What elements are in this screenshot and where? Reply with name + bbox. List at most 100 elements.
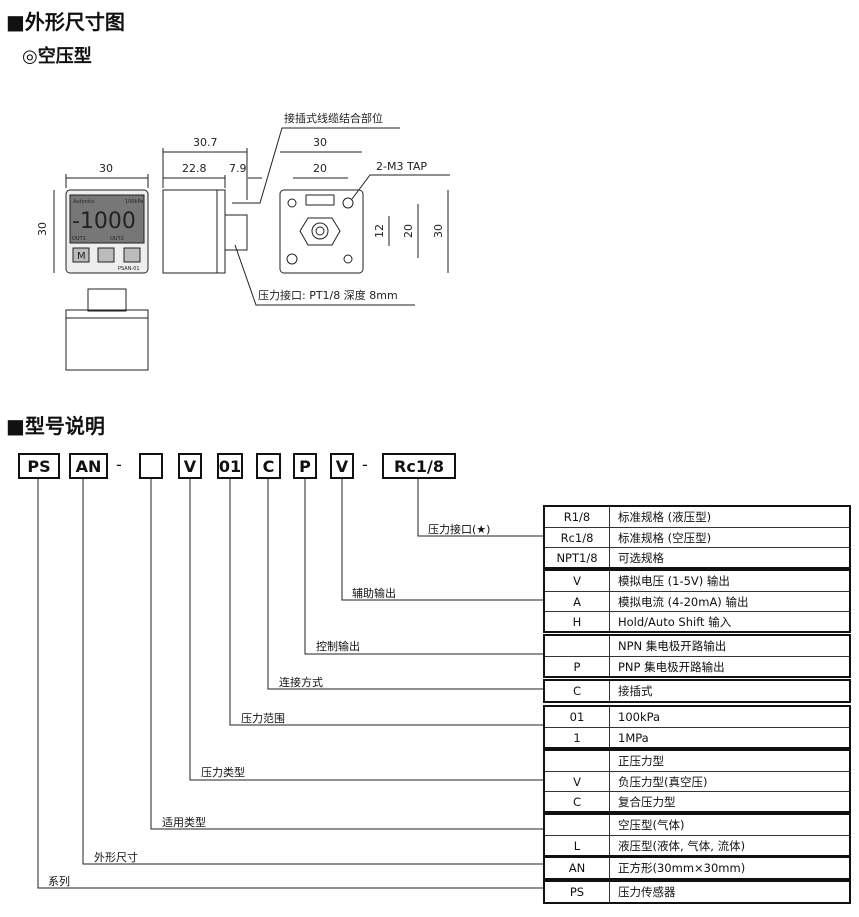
option-code: V (545, 772, 610, 791)
option-code: AN (545, 858, 610, 878)
option-description: 复合压力型 (618, 795, 676, 809)
label-port: 压力接口(★) (428, 523, 491, 536)
code-shape: AN (69, 453, 108, 479)
option-row: 1 1MPa (545, 727, 849, 747)
label-control-output: 控制输出 (316, 640, 360, 653)
back-width-dim: 30 (313, 136, 327, 149)
option-description: Hold/Auto Shift 输入 (618, 615, 732, 629)
display-digits: -1000 (72, 209, 136, 234)
option-row: NPN 集电极开路输出 (545, 636, 849, 656)
option-description: 模拟电压 (1-5V) 输出 (618, 574, 730, 588)
label-aux-output: 辅助输出 (352, 587, 396, 600)
option-row: A 模拟电流 (4-20mA) 输出 (545, 591, 849, 611)
option-row: L 液压型(液体, 气体, 流体) (545, 835, 849, 855)
option-code: V (545, 571, 610, 591)
m-button-icon: M (77, 251, 86, 262)
option-row: C 复合压力型 (545, 791, 849, 811)
option-row: Rc1/8 标准规格 (空压型) (545, 527, 849, 547)
side-total-dim: 30.7 (193, 136, 218, 149)
option-table: PS 压力传感器 (543, 880, 851, 904)
front-height-dim: 30 (36, 222, 49, 236)
label-series: 系列 (48, 875, 70, 888)
option-code: C (545, 681, 610, 701)
option-description: PNP 集电极开路输出 (618, 660, 725, 674)
option-code: L (545, 836, 610, 855)
option-table: V 模拟电压 (1-5V) 输出 A 模拟电流 (4-20mA) 输出 H Hold/Au… (543, 569, 851, 633)
option-description: 100kPa (618, 710, 661, 724)
out2-text: OUT2 (110, 236, 124, 242)
option-code (545, 751, 610, 771)
option-table: 01 100kPa 1 1MPa (543, 705, 851, 749)
option-description: 正压力型 (618, 754, 664, 768)
section-title-dimensions: ■外形尺寸图 (6, 10, 125, 34)
option-table: C 接插式 (543, 679, 851, 703)
unit-text: 100kPa (125, 199, 143, 205)
code-application (139, 453, 163, 479)
code-pressure-range: 01 (217, 453, 243, 479)
option-row: 正压力型 (545, 751, 849, 771)
option-row: NPT1/8 可选规格 (545, 547, 849, 567)
brand-text: Autonics (73, 199, 95, 205)
option-description: 可选规格 (618, 551, 664, 565)
code-series: PS (18, 453, 60, 479)
option-code: C (545, 792, 610, 811)
option-row: V 模拟电压 (1-5V) 输出 (545, 571, 849, 591)
option-code: NPT1/8 (545, 548, 610, 567)
option-table: R1/8 标准规格 (液压型) Rc1/8 标准规格 (空压型) NPT1/8 可选规格 (543, 505, 851, 569)
option-description: 标准规格 (空压型) (618, 531, 712, 545)
option-description: NPN 集电极开路输出 (618, 639, 727, 653)
code-dash: - (116, 455, 122, 474)
label-pressure-range: 压力范围 (241, 712, 285, 725)
option-row: PS 压力传感器 (545, 882, 849, 902)
option-code (545, 636, 610, 656)
dim-20: 20 (402, 224, 415, 238)
dim-30: 30 (432, 224, 445, 238)
label-shape: 外形尺寸 (94, 851, 138, 864)
option-code: P (545, 657, 610, 676)
option-table: AN 正方形(30mm×30mm) (543, 856, 851, 880)
option-code: R1/8 (545, 507, 610, 527)
option-code: 1 (545, 728, 610, 747)
option-code: 01 (545, 707, 610, 727)
option-row: 01 100kPa (545, 707, 849, 727)
option-description: 空压型(气体) (618, 818, 685, 832)
option-description: 标准规格 (液压型) (618, 510, 712, 524)
side-body-dim: 22.8 (182, 162, 207, 175)
option-row: 空压型(气体) (545, 815, 849, 835)
option-row: AN 正方形(30mm×30mm) (545, 858, 849, 878)
option-code: Rc1/8 (545, 528, 610, 547)
option-description: 接插式 (618, 684, 653, 698)
code-port: Rc1/8 (382, 453, 456, 479)
option-description: 液压型(液体, 气体, 流体) (618, 839, 746, 853)
option-description: 压力传感器 (618, 885, 676, 899)
code-connection: C (256, 453, 281, 479)
code-aux-output: V (330, 453, 354, 479)
code-dash: - (362, 455, 368, 474)
option-code (545, 815, 610, 835)
option-description: 正方形(30mm×30mm) (618, 861, 746, 875)
option-row: C 接插式 (545, 681, 849, 701)
option-table: NPN 集电极开路输出 P PNP 集电极开路输出 (543, 634, 851, 678)
pressure-port-label: 压力接口: PT1/8 深度 8mm (258, 288, 398, 302)
cable-joint-label: 接插式线缆结合部位 (284, 111, 383, 125)
code-pressure-type: V (178, 453, 202, 479)
option-row: P PNP 集电极开路输出 (545, 656, 849, 676)
front-width-dim: 30 (99, 162, 113, 175)
option-description: 模拟电流 (4-20mA) 输出 (618, 595, 749, 609)
section-title-model: ■型号说明 (6, 414, 105, 438)
option-code: A (545, 592, 610, 611)
dim-12: 12 (373, 224, 386, 238)
option-description: 1MPa (618, 731, 649, 745)
side-port-dim: 7.9 (229, 162, 247, 175)
option-code: PS (545, 882, 610, 902)
model-text: PSAN-01 (118, 266, 140, 272)
tap-label: 2-M3 TAP (376, 160, 427, 173)
option-row: R1/8 标准规格 (液压型) (545, 507, 849, 527)
option-code: H (545, 612, 610, 631)
option-row: H Hold/Auto Shift 输入 (545, 611, 849, 631)
option-table: 空压型(气体) L 液压型(液体, 气体, 流体) (543, 813, 851, 857)
out1-text: OUT1 (72, 236, 86, 242)
